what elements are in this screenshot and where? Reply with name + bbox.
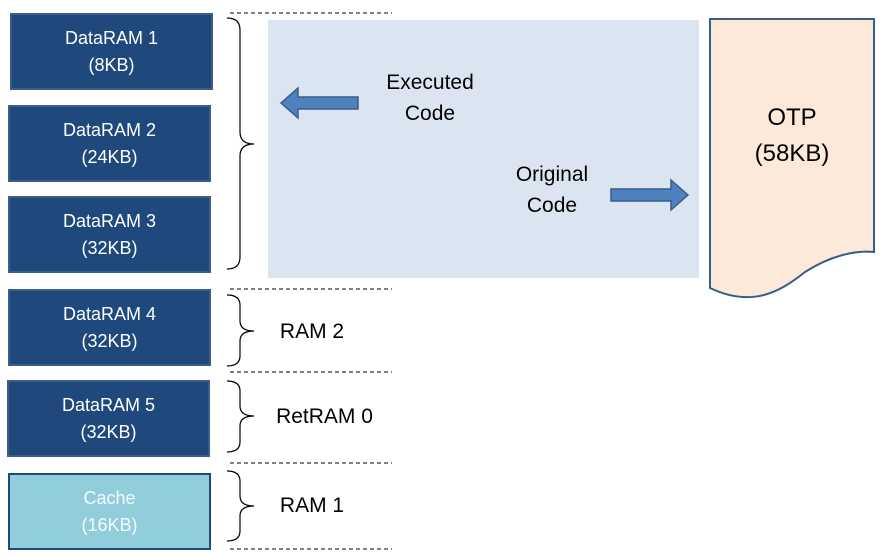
ram2-label: RAM 2 [279,320,345,343]
executed-code-line2: Code [404,102,456,125]
dataram-5-block: DataRAM 5 (32KB) [7,380,210,457]
dataram-4-block: DataRAM 4 (32KB) [8,289,211,366]
executed-code-line1: Executed [386,71,474,94]
ram1-label: RAM 1 [279,494,345,517]
retram0-label: RetRAM 0 [276,405,373,428]
block-name: DataRAM 4 [62,303,157,324]
dataram-3-block: DataRAM 3 (32KB) [8,196,211,273]
otp-name: OTP [767,104,817,131]
block-name: Cache [83,487,136,508]
block-size: (32KB) [81,237,138,258]
dataram-1-block: DataRAM 1 (8KB) [10,13,213,90]
right-arrow-icon [610,178,690,212]
block-size: (16KB) [81,514,138,535]
brace-ram2 [226,294,255,367]
brace-code-region [226,17,255,270]
block-size: (32KB) [81,330,138,351]
block-name: DataRAM 5 [61,394,156,415]
original-code-line2: Code [526,194,578,217]
block-size: (8KB) [88,54,135,75]
block-size: (32KB) [80,421,137,442]
dataram-2-block: DataRAM 2 (24KB) [8,105,211,182]
cache-block: Cache (16KB) [8,473,211,550]
code-region [268,20,699,278]
block-name: DataRAM 2 [62,119,157,140]
otp-label: OTP (58KB) [710,100,874,172]
block-size: (24KB) [81,146,138,167]
otp-size: (58KB) [754,140,830,167]
brace-ram1 [226,470,255,542]
executed-code-label: Executed Code [370,67,490,129]
left-arrow-icon [279,86,359,120]
block-name: DataRAM 3 [62,210,157,231]
block-name: DataRAM 1 [64,27,159,48]
brace-retram0 [226,380,255,453]
original-code-line1: Original [515,163,589,186]
original-code-label: Original Code [496,159,608,221]
otp-document-shape [709,18,875,299]
